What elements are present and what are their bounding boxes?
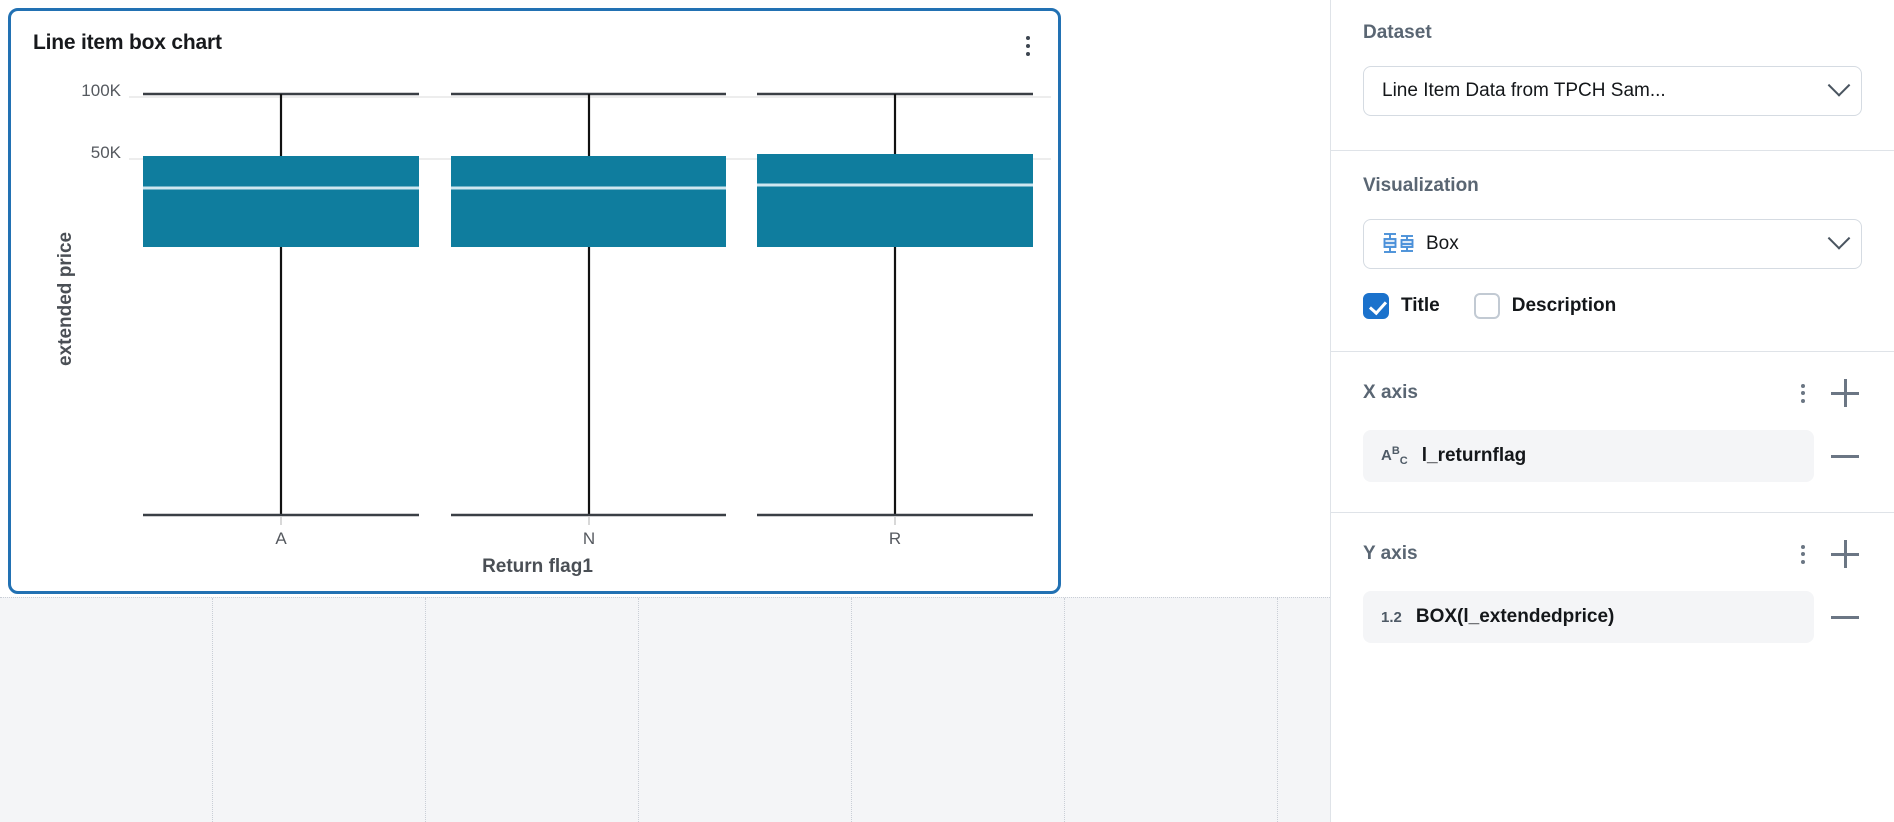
- dataset-section-label: Dataset: [1363, 22, 1432, 43]
- x-axis-field-name: l_returnflag: [1421, 445, 1527, 466]
- x-axis-tick-label: N: [582, 529, 596, 548]
- description-checkbox[interactable]: [1473, 293, 1500, 319]
- box-chart-plot: extended price 100K 50K: [11, 11, 1064, 597]
- visualization-section: Visualization: [1331, 151, 1894, 319]
- x-axis-header: X axis: [1363, 376, 1862, 410]
- grid-guide: [425, 598, 426, 822]
- box-plot-svg: [129, 92, 1051, 525]
- x-axis-add-field-icon[interactable]: [1828, 376, 1862, 410]
- dashboard-grid-background: [0, 597, 1330, 822]
- y-axis-field-name: BOX(l_extendedprice): [1415, 606, 1615, 627]
- dataset-section: Dataset Line Item Data from TPCH Sam...: [1331, 0, 1894, 116]
- box-plot-group-a: [143, 92, 419, 517]
- x-axis-remove-field-icon[interactable]: [1828, 439, 1862, 473]
- chart-title: Line item box chart: [33, 31, 222, 54]
- grid-guide: [851, 598, 852, 822]
- title-checkbox-label: Title: [1401, 295, 1440, 316]
- y-axis-tick-label: 100K: [81, 81, 121, 100]
- x-axis-section: X axis ABC l_returnflag: [1331, 352, 1894, 482]
- chevron-down-icon: [1827, 74, 1851, 97]
- chart-card[interactable]: Line item box chart extended price 100K …: [8, 8, 1061, 594]
- x-axis-section-label: X axis: [1363, 382, 1418, 403]
- box-plot-group-r: [757, 92, 1033, 517]
- box-plot-icon: [1382, 231, 1416, 257]
- y-axis-tick-label: 50K: [90, 143, 121, 162]
- section-divider: [1331, 351, 1894, 352]
- y-axis-add-field-icon[interactable]: [1828, 537, 1862, 571]
- x-axis-field-row: ABC l_returnflag: [1363, 430, 1862, 482]
- x-axis-field-chip[interactable]: ABC l_returnflag: [1363, 430, 1814, 482]
- visualization-toggles: Title Description: [1363, 293, 1862, 319]
- section-divider: [1331, 512, 1894, 513]
- grid-guide: [638, 598, 639, 822]
- y-axis-field-chip[interactable]: 1.2 BOX(l_extendedprice): [1363, 591, 1814, 643]
- y-axis-field-row: 1.2 BOX(l_extendedprice): [1363, 591, 1862, 643]
- title-checkbox[interactable]: [1363, 293, 1389, 319]
- visualization-type-select[interactable]: Box: [1363, 219, 1862, 269]
- visualization-type-value: Box: [1426, 233, 1459, 254]
- grid-guide: [212, 598, 213, 822]
- y-axis-section: Y axis 1.2 BOX(l_extendedprice): [1331, 513, 1894, 643]
- chevron-down-icon: [1827, 227, 1851, 250]
- x-axis-title: Return flag1: [482, 556, 593, 577]
- card-kebab-menu-icon[interactable]: [1018, 33, 1038, 59]
- grid-guide: [1277, 598, 1278, 822]
- x-axis-kebab-menu-icon[interactable]: [1790, 380, 1816, 406]
- description-checkbox-label: Description: [1511, 295, 1617, 316]
- dataset-select[interactable]: Line Item Data from TPCH Sam...: [1363, 66, 1862, 116]
- number-type-icon: 1.2: [1381, 608, 1402, 626]
- grid-guide: [1064, 598, 1065, 822]
- y-axis-remove-field-icon[interactable]: [1828, 600, 1862, 634]
- y-axis-section-label: Y axis: [1363, 543, 1418, 564]
- dashboard-canvas: Line item box chart extended price 100K …: [0, 8, 1330, 822]
- text-type-icon: ABC: [1381, 445, 1408, 467]
- visualization-section-label: Visualization: [1363, 175, 1479, 196]
- section-divider: [1331, 150, 1894, 151]
- config-panel: Dataset Line Item Data from TPCH Sam... …: [1330, 0, 1894, 822]
- x-axis-tick-label: R: [888, 529, 902, 548]
- y-axis-kebab-menu-icon[interactable]: [1790, 541, 1816, 567]
- x-axis-tick-label: A: [275, 529, 287, 548]
- box-plot-group-n: [451, 92, 726, 517]
- y-axis-header: Y axis: [1363, 537, 1862, 571]
- dataset-select-value: Line Item Data from TPCH Sam...: [1382, 80, 1666, 101]
